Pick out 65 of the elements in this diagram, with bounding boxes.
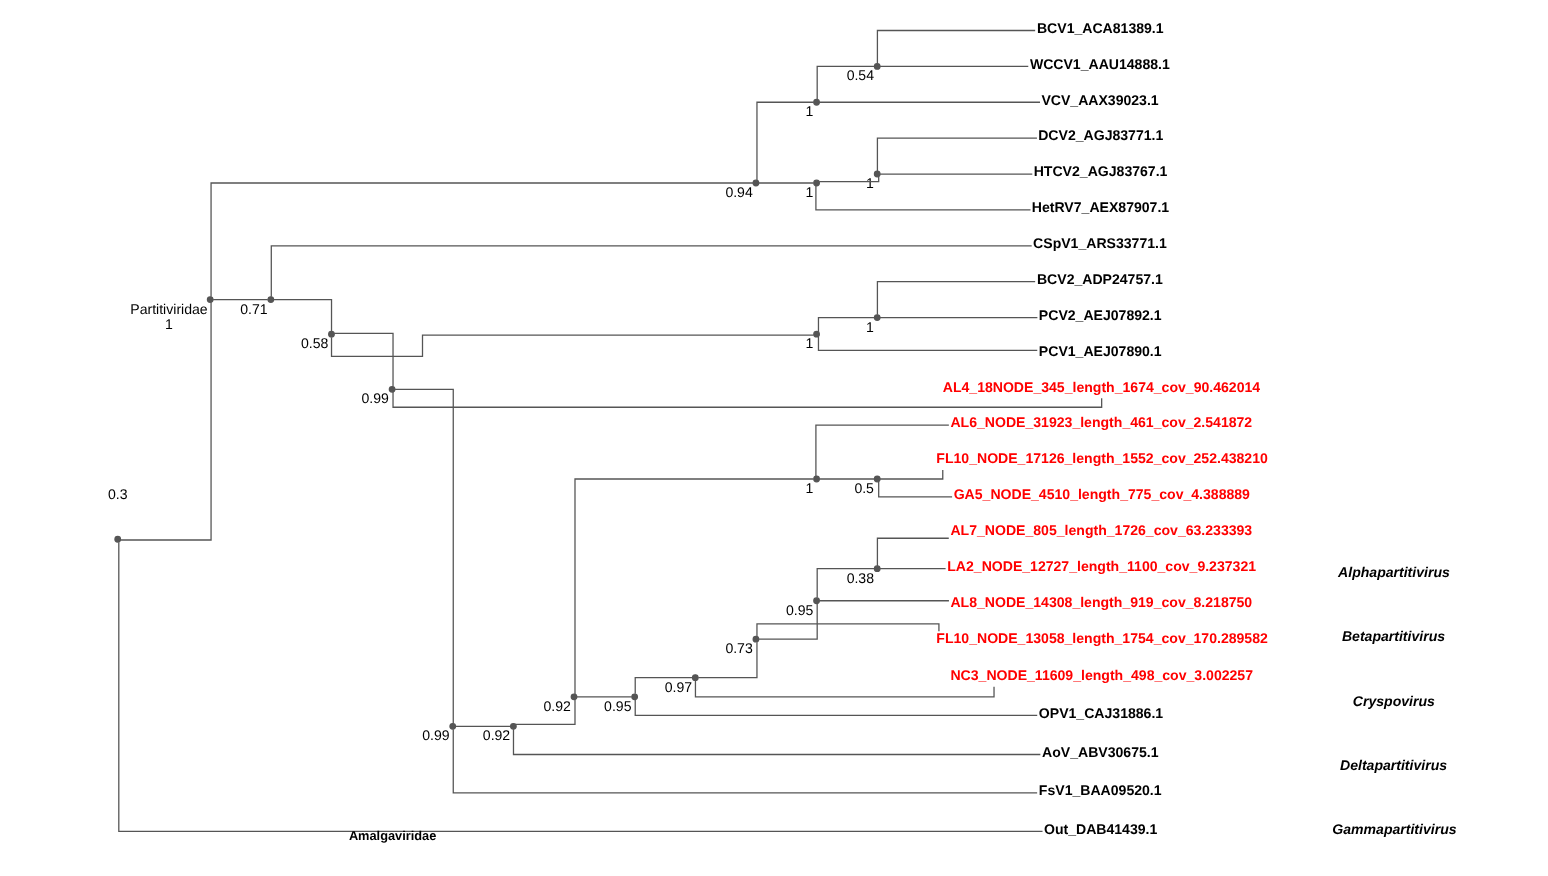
connector xyxy=(815,568,874,599)
connector xyxy=(211,298,268,301)
connector xyxy=(878,568,946,570)
node-point xyxy=(508,722,516,730)
connector xyxy=(118,301,211,541)
connector xyxy=(878,173,1032,175)
connector xyxy=(209,182,753,298)
connector xyxy=(815,65,874,101)
node-point xyxy=(387,385,395,393)
connector xyxy=(878,469,943,480)
connector xyxy=(633,677,693,695)
connector xyxy=(513,699,575,725)
node-point xyxy=(812,98,819,106)
node-point xyxy=(872,170,880,178)
connector xyxy=(817,175,879,183)
node-point xyxy=(812,330,819,338)
connector xyxy=(814,424,949,477)
connector xyxy=(875,281,1035,316)
connector xyxy=(272,298,332,332)
node-point xyxy=(327,330,334,338)
node-point xyxy=(812,179,819,187)
node-point xyxy=(690,674,698,682)
connector xyxy=(878,65,1028,67)
node-point xyxy=(205,296,213,303)
node-point xyxy=(569,693,577,701)
connector xyxy=(877,481,952,498)
node-point xyxy=(448,722,456,730)
connector xyxy=(329,334,814,358)
connector xyxy=(875,29,1035,65)
connector xyxy=(332,332,393,388)
connector xyxy=(696,641,757,679)
node-point xyxy=(872,475,880,483)
node-point xyxy=(872,565,880,573)
connector xyxy=(693,680,994,698)
connector xyxy=(875,137,1037,172)
connector xyxy=(393,388,453,725)
connector xyxy=(575,696,632,698)
node-point xyxy=(630,693,638,701)
connector xyxy=(817,101,1040,103)
connector xyxy=(454,725,510,727)
connector xyxy=(451,728,1037,794)
connector xyxy=(757,182,814,184)
connector xyxy=(816,336,1037,352)
connector xyxy=(757,603,817,640)
connector xyxy=(117,541,1043,833)
node-point xyxy=(872,314,880,321)
node-point xyxy=(113,535,121,543)
connector xyxy=(269,245,1032,298)
node-point xyxy=(812,475,819,483)
node-point xyxy=(872,62,880,70)
node-point xyxy=(812,597,819,605)
node-point xyxy=(751,635,759,643)
connector xyxy=(633,699,1037,716)
connector xyxy=(875,537,949,567)
connector xyxy=(817,478,874,480)
connector xyxy=(511,728,1040,756)
node-point xyxy=(751,179,759,187)
connector xyxy=(814,185,1031,211)
node-point xyxy=(266,296,274,303)
connector xyxy=(878,316,1037,319)
connector xyxy=(755,623,939,637)
connector xyxy=(755,101,814,181)
connector xyxy=(817,600,949,602)
connector xyxy=(816,316,874,333)
connector xyxy=(573,478,814,695)
